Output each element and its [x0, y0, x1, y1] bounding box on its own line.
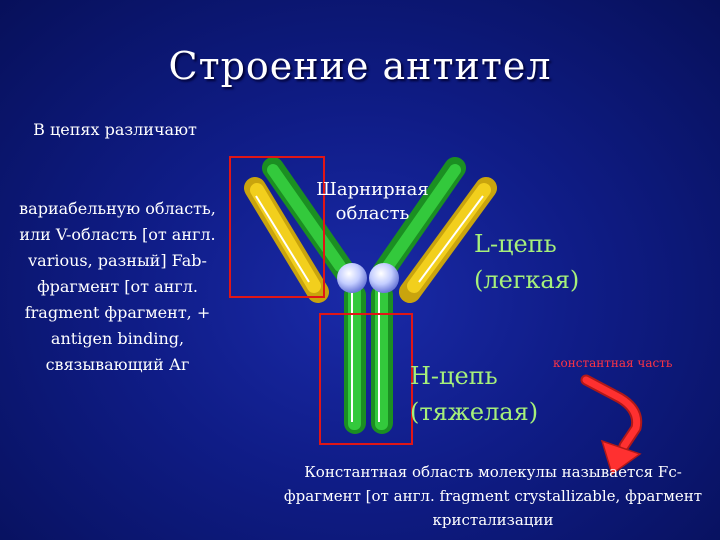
variable-region-definition: вариабельную область, или V-область [от …	[10, 196, 225, 378]
slide-title: Строение антител	[0, 44, 720, 88]
hinge-ball-right	[369, 263, 399, 293]
intro-text: В цепях различают	[20, 118, 210, 141]
fc-fragment-description: Константная область молекулы называется …	[278, 460, 708, 532]
heavy-chain-label: H-цепь (тяжелая)	[410, 358, 560, 430]
hinge-ball-left	[337, 263, 367, 293]
hinge-region-label: Шарнирная область	[300, 178, 445, 226]
light-chain-label: L-цепь (легкая)	[474, 226, 614, 298]
heavy-chain-stem-left	[344, 284, 366, 434]
constant-part-label: константная часть	[553, 356, 713, 370]
heavy-chain-stem-right	[371, 284, 393, 434]
